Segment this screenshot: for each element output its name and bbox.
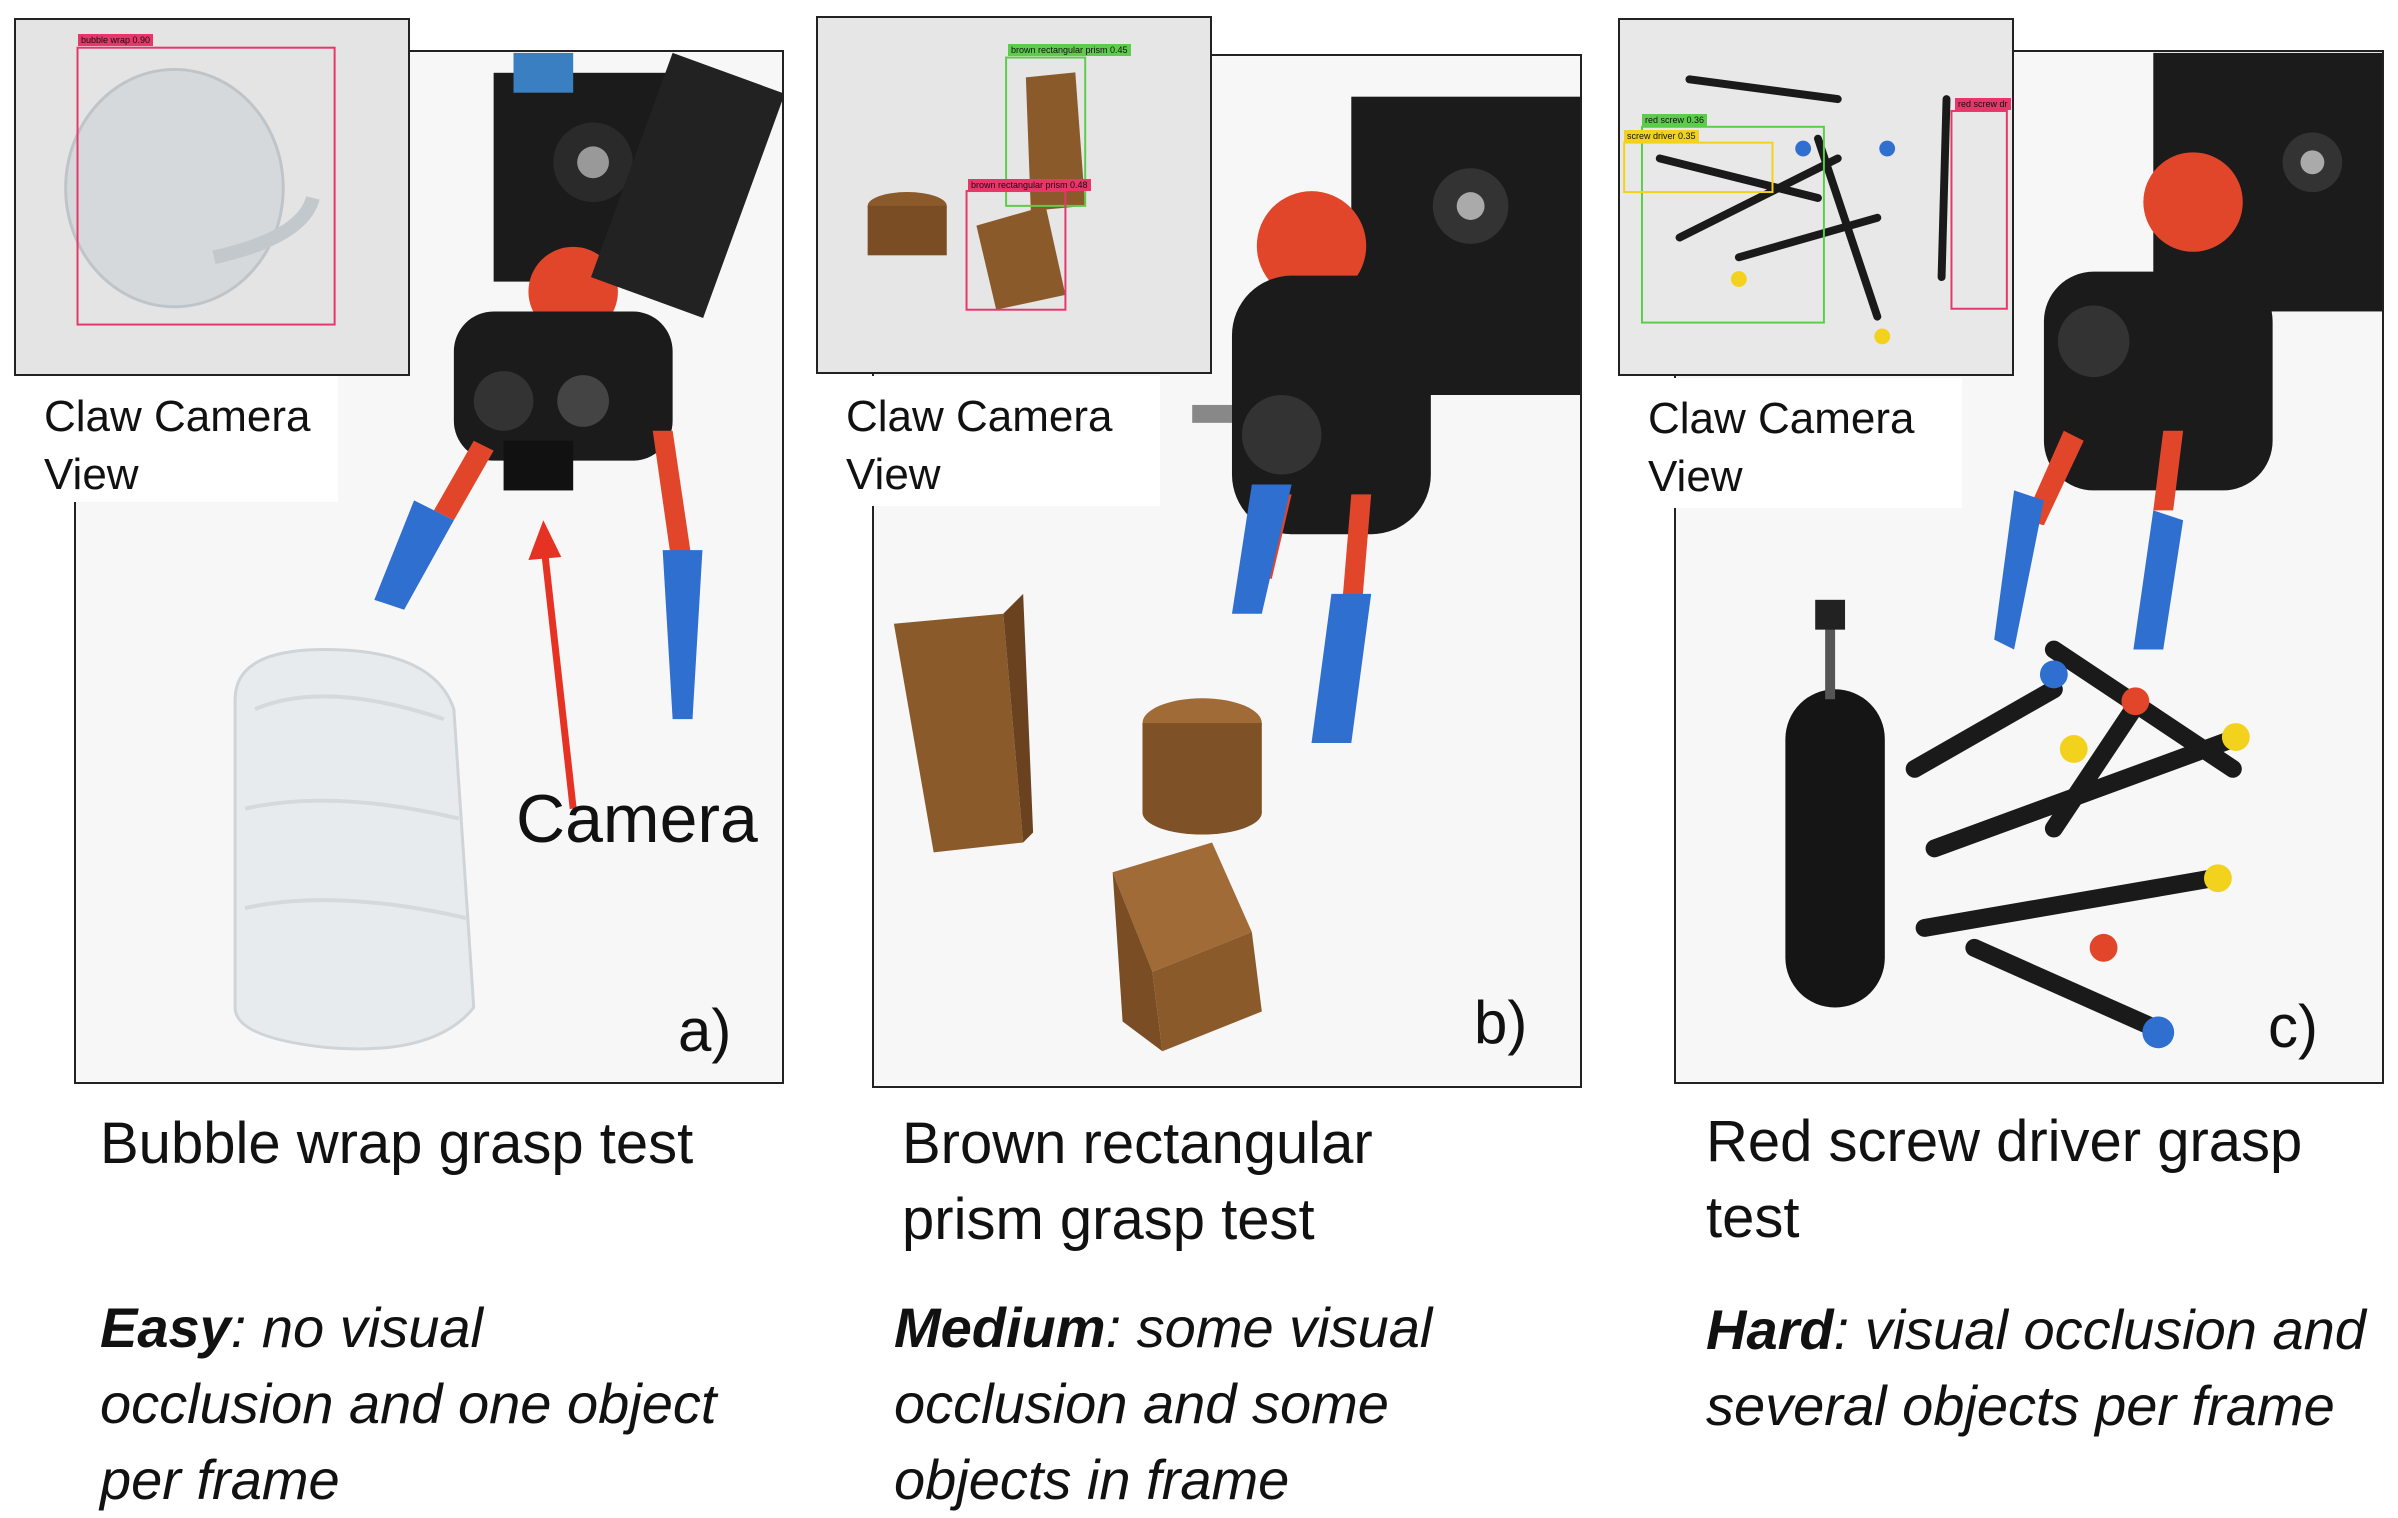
difficulty-level: Easy bbox=[100, 1296, 231, 1359]
inset-label-bg-a bbox=[18, 372, 338, 502]
inset-label-c-line1: Claw Camera bbox=[1648, 394, 1915, 443]
panel-letter-b: b) bbox=[1474, 989, 1528, 1056]
panel-b-difficulty: Medium: some visual occlusion and some o… bbox=[894, 1290, 1514, 1518]
detection-label: bubble wrap 0.90 bbox=[78, 34, 154, 46]
inset-label-a-line1: Claw Camera bbox=[44, 392, 311, 441]
detection-label: brown rectangular prism 0.48 bbox=[968, 179, 1091, 191]
detection-label: red screw dr bbox=[1955, 98, 2011, 110]
detection-label: red screw 0.36 bbox=[1642, 114, 1708, 126]
panel-c-title: Red screw driver grasp test bbox=[1706, 1109, 2303, 1250]
bubble-wrap-object bbox=[233, 648, 476, 1051]
panel-c-photo: c) bbox=[1674, 50, 2384, 1084]
inset-label-b-line2: View bbox=[846, 450, 941, 499]
panel-letter-c: c) bbox=[2268, 993, 2318, 1060]
panel-a-title: Bubble wrap grasp test bbox=[100, 1111, 694, 1176]
inset-label-b-line1: Claw Camera bbox=[846, 392, 1113, 441]
inset-label-a-line2: View bbox=[44, 450, 139, 499]
detection-label: screw driver 0.35 bbox=[1624, 130, 1699, 142]
camera-arrow bbox=[539, 539, 577, 810]
claw-camera-inset-c: red screw 0.36 screw driver 0.35 red scr… bbox=[1618, 18, 2014, 376]
inset-label-c-line2: View bbox=[1648, 452, 1743, 501]
panel-c-difficulty: Hard: visual occlusion and several objec… bbox=[1706, 1292, 2366, 1444]
camera-annotation: Camera bbox=[516, 781, 758, 857]
robot-claw-c bbox=[1994, 52, 2382, 650]
screwdrivers bbox=[1785, 599, 2250, 1049]
difficulty-level: Hard bbox=[1706, 1298, 1834, 1361]
panel-b-title: Brown rectangular prism grasp test bbox=[902, 1111, 1373, 1252]
panel-b-photo: b) bbox=[872, 54, 1582, 1088]
inset-label-bg-c bbox=[1632, 378, 1962, 508]
panel-a-difficulty: Easy: no visual occlusion and one object… bbox=[100, 1290, 720, 1518]
robot-claw-a bbox=[374, 52, 782, 720]
robot-claw-b bbox=[1192, 96, 1580, 744]
inset-label-bg-b bbox=[830, 376, 1160, 506]
difficulty-description: : no visual occlusion and one object per… bbox=[100, 1296, 717, 1511]
claw-camera-inset-a: bubble wrap 0.90 bbox=[14, 18, 410, 376]
brown-objects bbox=[893, 593, 1262, 1052]
panel-letter-a: a) bbox=[678, 997, 732, 1064]
detection-label: brown rectangular prism 0.45 bbox=[1008, 44, 1131, 56]
difficulty-description: : some visual occlusion and some objects… bbox=[894, 1296, 1433, 1511]
claw-camera-inset-b: brown rectangular prism 0.45 brown recta… bbox=[816, 16, 1212, 374]
difficulty-level: Medium bbox=[894, 1296, 1106, 1359]
difficulty-description: : visual occlusion and several objects p… bbox=[1706, 1298, 2366, 1437]
